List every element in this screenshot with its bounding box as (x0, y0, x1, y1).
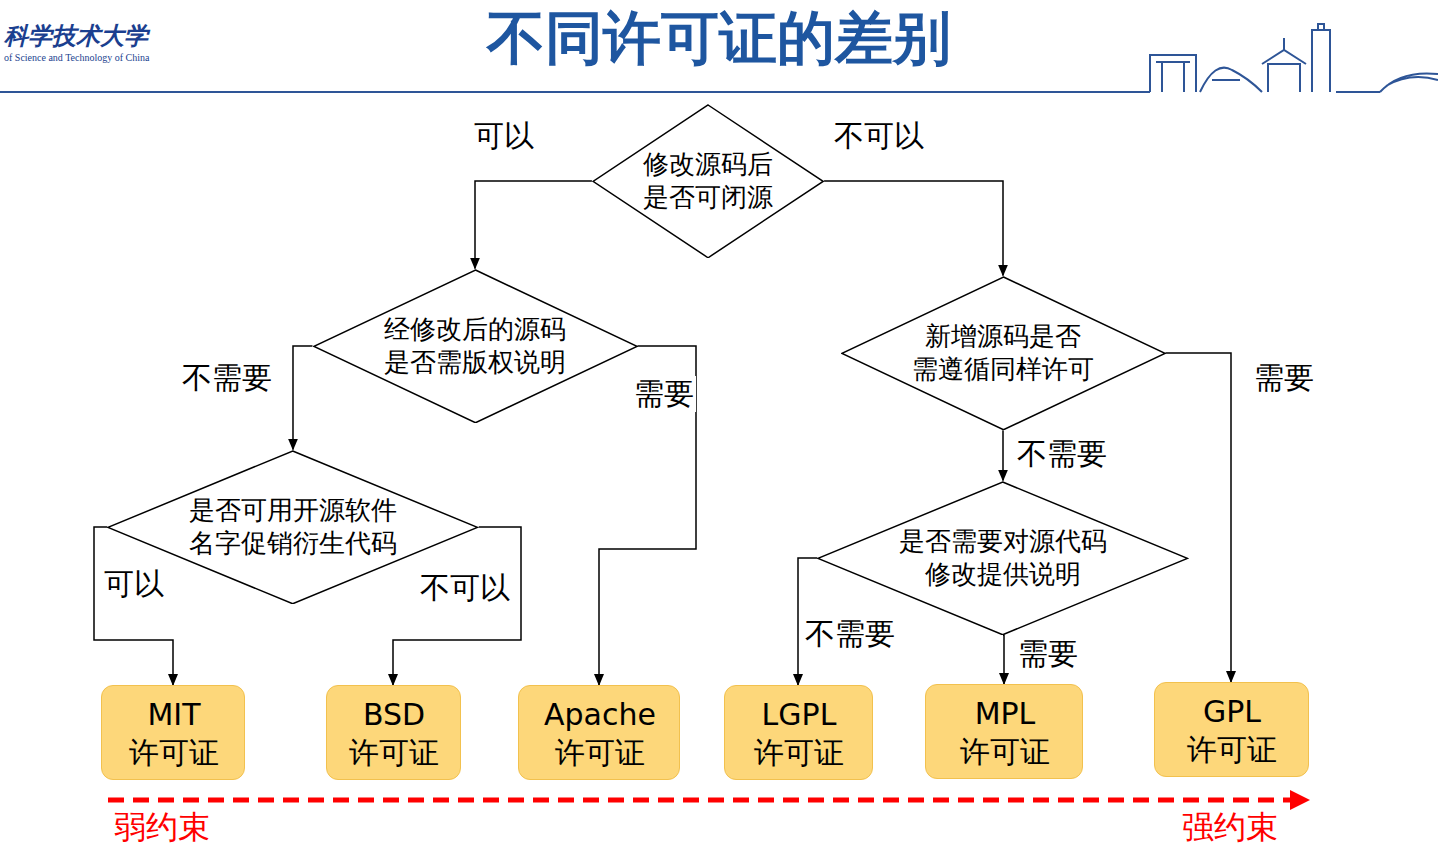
connector (94, 527, 173, 685)
license-box: MPL 许可证 (925, 684, 1083, 779)
page-title: 不同许可证的差别 (0, 2, 1438, 75)
edge-label: 不需要 (180, 360, 274, 396)
logo-subtitle: of Science and Technology of China (4, 52, 149, 63)
edge-label: 不需要 (803, 616, 897, 652)
edge-label: 可以 (102, 566, 166, 602)
connector (475, 181, 592, 269)
connector (599, 346, 696, 685)
license-box: MIT 许可证 (101, 685, 245, 780)
connector (1002, 430, 1004, 480)
strong-constraint: 强约束 (1182, 808, 1278, 846)
diamond-outline (313, 269, 638, 424)
decision-diamond: 是否需要对源代码 修改提供说明 (817, 481, 1188, 636)
diamond-outline (841, 276, 1166, 431)
diamond-shape (314, 270, 637, 423)
edge-label: 不可以 (418, 570, 512, 606)
edge-label: 可以 (472, 118, 536, 154)
diamond-outline (592, 104, 824, 259)
edge-label: 不可以 (832, 118, 926, 154)
logo-text: 科学技术大学 (4, 20, 148, 52)
license-name: MPL 许可证 (960, 695, 1050, 770)
license-box: BSD 许可证 (326, 685, 461, 780)
decision-text: 修改源码后 是否可闭源 (643, 148, 773, 213)
edge-label: 需要 (1252, 360, 1316, 396)
license-name: GPL 许可证 (1187, 693, 1277, 768)
connector (1003, 635, 1004, 684)
decision-text: 新增源码是否 需遵循同样许可 (912, 320, 1094, 385)
decision-diamond: 新增源码是否 需遵循同样许可 (841, 276, 1166, 431)
diamond-outline (817, 481, 1188, 636)
header-rule (0, 91, 1150, 93)
constraint-axis (108, 798, 1292, 803)
license-box: Apache 许可证 (518, 685, 680, 780)
license-name: BSD 许可证 (349, 696, 439, 771)
license-name: Apache 许可证 (544, 696, 656, 771)
connector (1166, 353, 1232, 682)
license-box: GPL 许可证 (1154, 682, 1309, 777)
license-name: MIT 许可证 (129, 696, 219, 771)
campus-skyline (1150, 24, 1438, 92)
edge-label: 需要 (1016, 636, 1080, 672)
edge-label: 不需要 (1015, 436, 1109, 472)
decision-text: 是否可用开源软件 名字促销衍生代码 (189, 494, 397, 559)
license-name: LGPL 许可证 (754, 696, 844, 771)
connector (293, 346, 313, 450)
weak-constraint: 弱约束 (114, 808, 210, 846)
diamond-shape (593, 105, 823, 258)
connector (824, 181, 1003, 276)
license-box: LGPL 许可证 (724, 685, 873, 780)
decision-text: 经修改后的源码 是否需版权说明 (384, 313, 566, 378)
diamond-shape (842, 277, 1165, 430)
diamond-shape (818, 482, 1187, 635)
decision-text: 是否需要对源代码 修改提供说明 (899, 525, 1107, 590)
constraint-arrowhead (1290, 790, 1310, 810)
decision-diamond: 修改源码后 是否可闭源 (592, 104, 824, 259)
edge-label: 需要 (632, 376, 696, 412)
decision-diamond: 经修改后的源码 是否需版权说明 (313, 269, 638, 424)
